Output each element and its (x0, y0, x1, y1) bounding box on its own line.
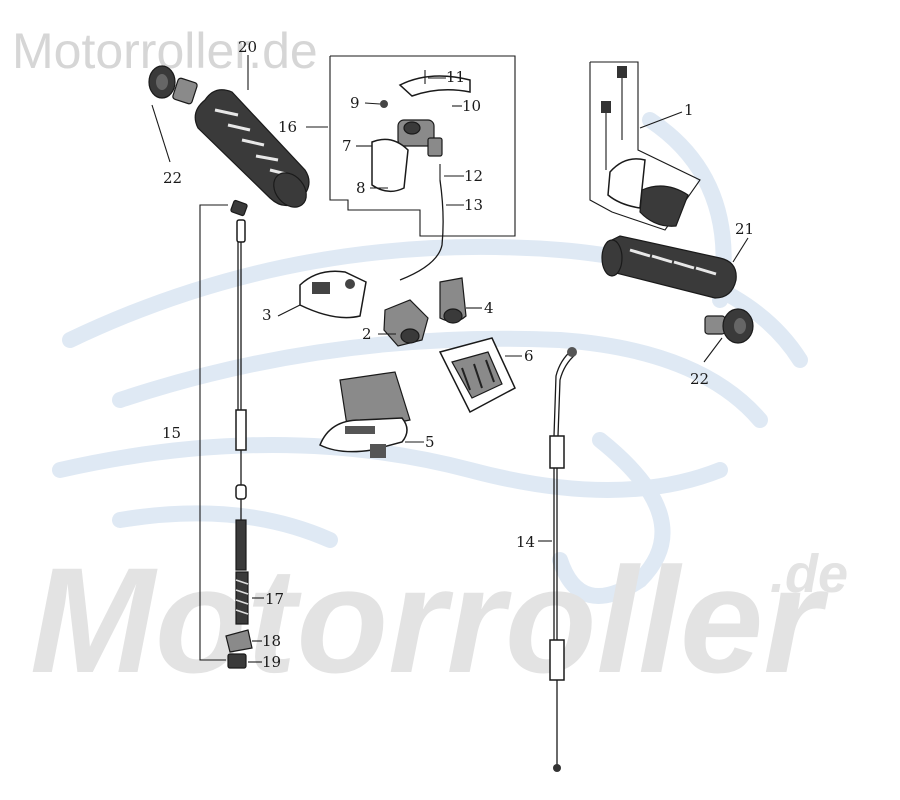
part-16-brake-lever-box (329, 55, 516, 281)
watermark-de: .de (770, 544, 848, 604)
callout-6: 6 (524, 347, 534, 365)
callout-9: 9 (350, 94, 360, 112)
callout-3: 3 (262, 306, 272, 324)
callout-18: 18 (262, 632, 281, 650)
callout-8: 8 (356, 179, 366, 197)
callout-4: 4 (484, 299, 494, 317)
callout-15: 15 (162, 424, 181, 442)
callout-22-right: 22 (690, 370, 709, 388)
callout-10: 10 (462, 97, 481, 115)
part-3-switch-body (299, 270, 367, 319)
part-1-right-switch-box (589, 61, 701, 231)
part-22-right-bar-end (704, 308, 754, 344)
leader-1 (639, 111, 683, 129)
callout-22-left: 22 (163, 169, 182, 187)
part-5-switch-housing (319, 371, 411, 458)
callout-11: 11 (446, 68, 465, 86)
part-15-throttle-cable (230, 199, 248, 571)
part-17-spring (235, 571, 249, 625)
callout-20: 20 (238, 38, 257, 56)
callout-14: 14 (516, 533, 535, 551)
watermark-big: Motorroller (30, 536, 829, 704)
part-4-switch-knob (439, 277, 467, 324)
watermark-scooter-outline (52, 112, 808, 604)
leader-22-right (703, 337, 723, 363)
callout-21: 21 (735, 220, 754, 238)
part-6-switch-cover (438, 337, 516, 414)
part-14-brake-cable (549, 347, 577, 772)
part-18-adjuster (225, 629, 253, 653)
callout-19: 19 (262, 653, 281, 671)
part-20-left-grip (194, 89, 310, 208)
leader-22-left (151, 104, 171, 163)
callout-12: 12 (464, 167, 483, 185)
callout-13: 13 (464, 196, 483, 214)
callout-17: 17 (265, 590, 284, 608)
callout-2: 2 (362, 325, 372, 343)
leader-15-bracket (199, 204, 228, 661)
leader-9 (364, 102, 381, 105)
leader-21 (732, 237, 749, 263)
part-21-right-grip (601, 235, 737, 299)
part-19-nut (227, 653, 247, 669)
callout-7: 7 (342, 137, 352, 155)
part-22-left-bar-end (148, 65, 198, 105)
callout-16: 16 (278, 118, 297, 136)
callout-1: 1 (684, 101, 694, 119)
leader-3 (277, 304, 301, 317)
callout-5: 5 (425, 433, 435, 451)
